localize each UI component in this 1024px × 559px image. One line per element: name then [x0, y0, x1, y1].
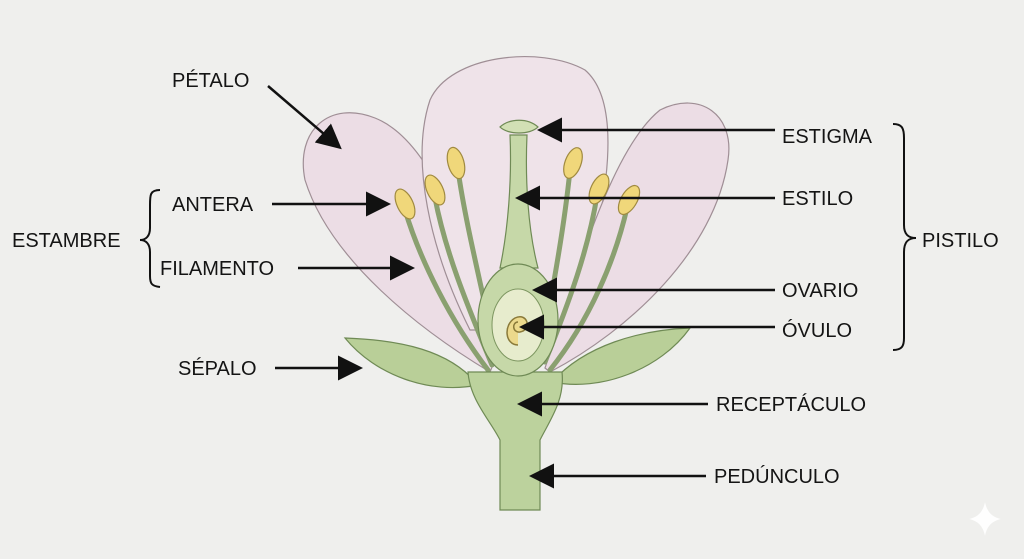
label-estilo: ESTILO [782, 188, 853, 210]
receptacle [467, 371, 563, 511]
label-estambre: ESTAMBRE [12, 230, 121, 252]
brace-pistilo [892, 123, 917, 351]
arrows [267, 85, 775, 489]
anthers [394, 146, 641, 220]
anther [617, 184, 641, 216]
label-estigma: ESTIGMA [782, 126, 873, 148]
brace-estambre [139, 189, 161, 288]
label-ovulo: ÓVULO [782, 319, 852, 342]
anther [424, 174, 446, 206]
label-petalo: PÉTALO [172, 69, 249, 92]
filament [402, 207, 491, 373]
anther [563, 147, 583, 179]
label-antera: ANTERA [172, 194, 254, 216]
label-sepalo: SÉPALO [178, 357, 257, 380]
arrow-petalo [267, 85, 342, 150]
label-filamento: FILAMENTO [160, 258, 274, 280]
sparkle-icon [969, 502, 1001, 536]
label-pedunculo: PEDÚNCULO [714, 465, 840, 488]
label-ovario: OVARIO [782, 280, 858, 302]
anther [394, 188, 416, 220]
anther [588, 173, 610, 205]
label-receptaculo: RECEPTÁCULO [716, 393, 866, 416]
anther [446, 146, 466, 180]
label-pistilo: PISTILO [922, 230, 999, 252]
